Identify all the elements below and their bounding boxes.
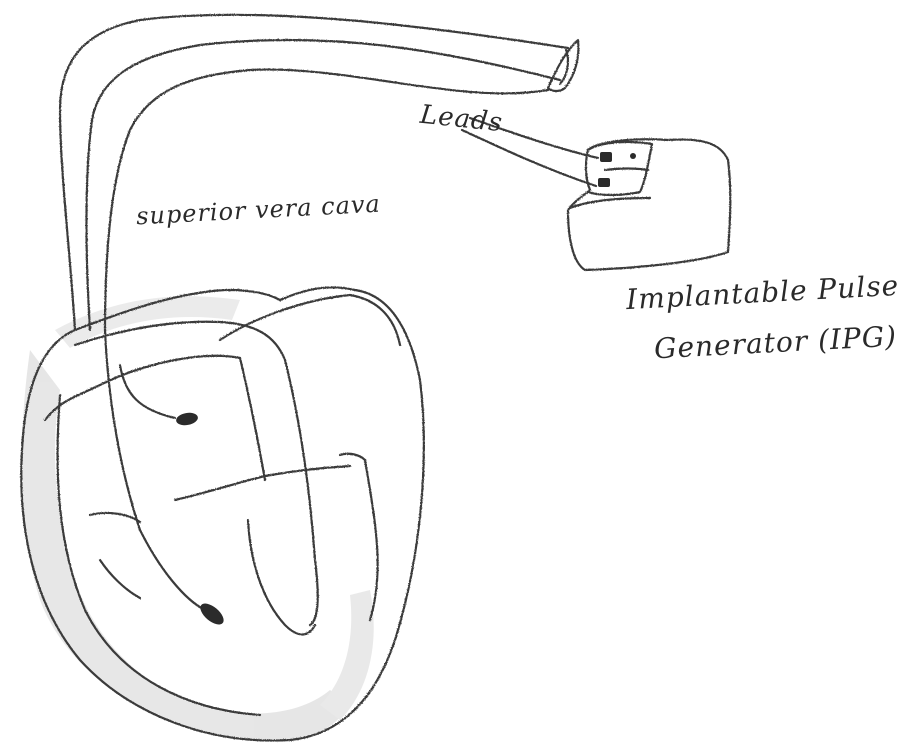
ventricular-electrode [197,600,227,629]
right-ventricle-lower [248,520,315,634]
left-atrium-wall [220,295,400,345]
lead-wire-middle [86,40,560,330]
heart-shading [22,296,374,741]
lead-wire-outer [60,15,568,330]
atrial-electrode [175,411,199,427]
ipg-dot [630,153,636,159]
ipg-port-1 [600,152,612,162]
right-ventricle-wall [240,358,265,480]
ventricular-lead [105,330,205,610]
heart-septum [285,360,318,625]
right-atrium-wall [45,356,240,420]
ipg-port-2 [598,178,610,187]
tricuspid-line [175,476,265,500]
